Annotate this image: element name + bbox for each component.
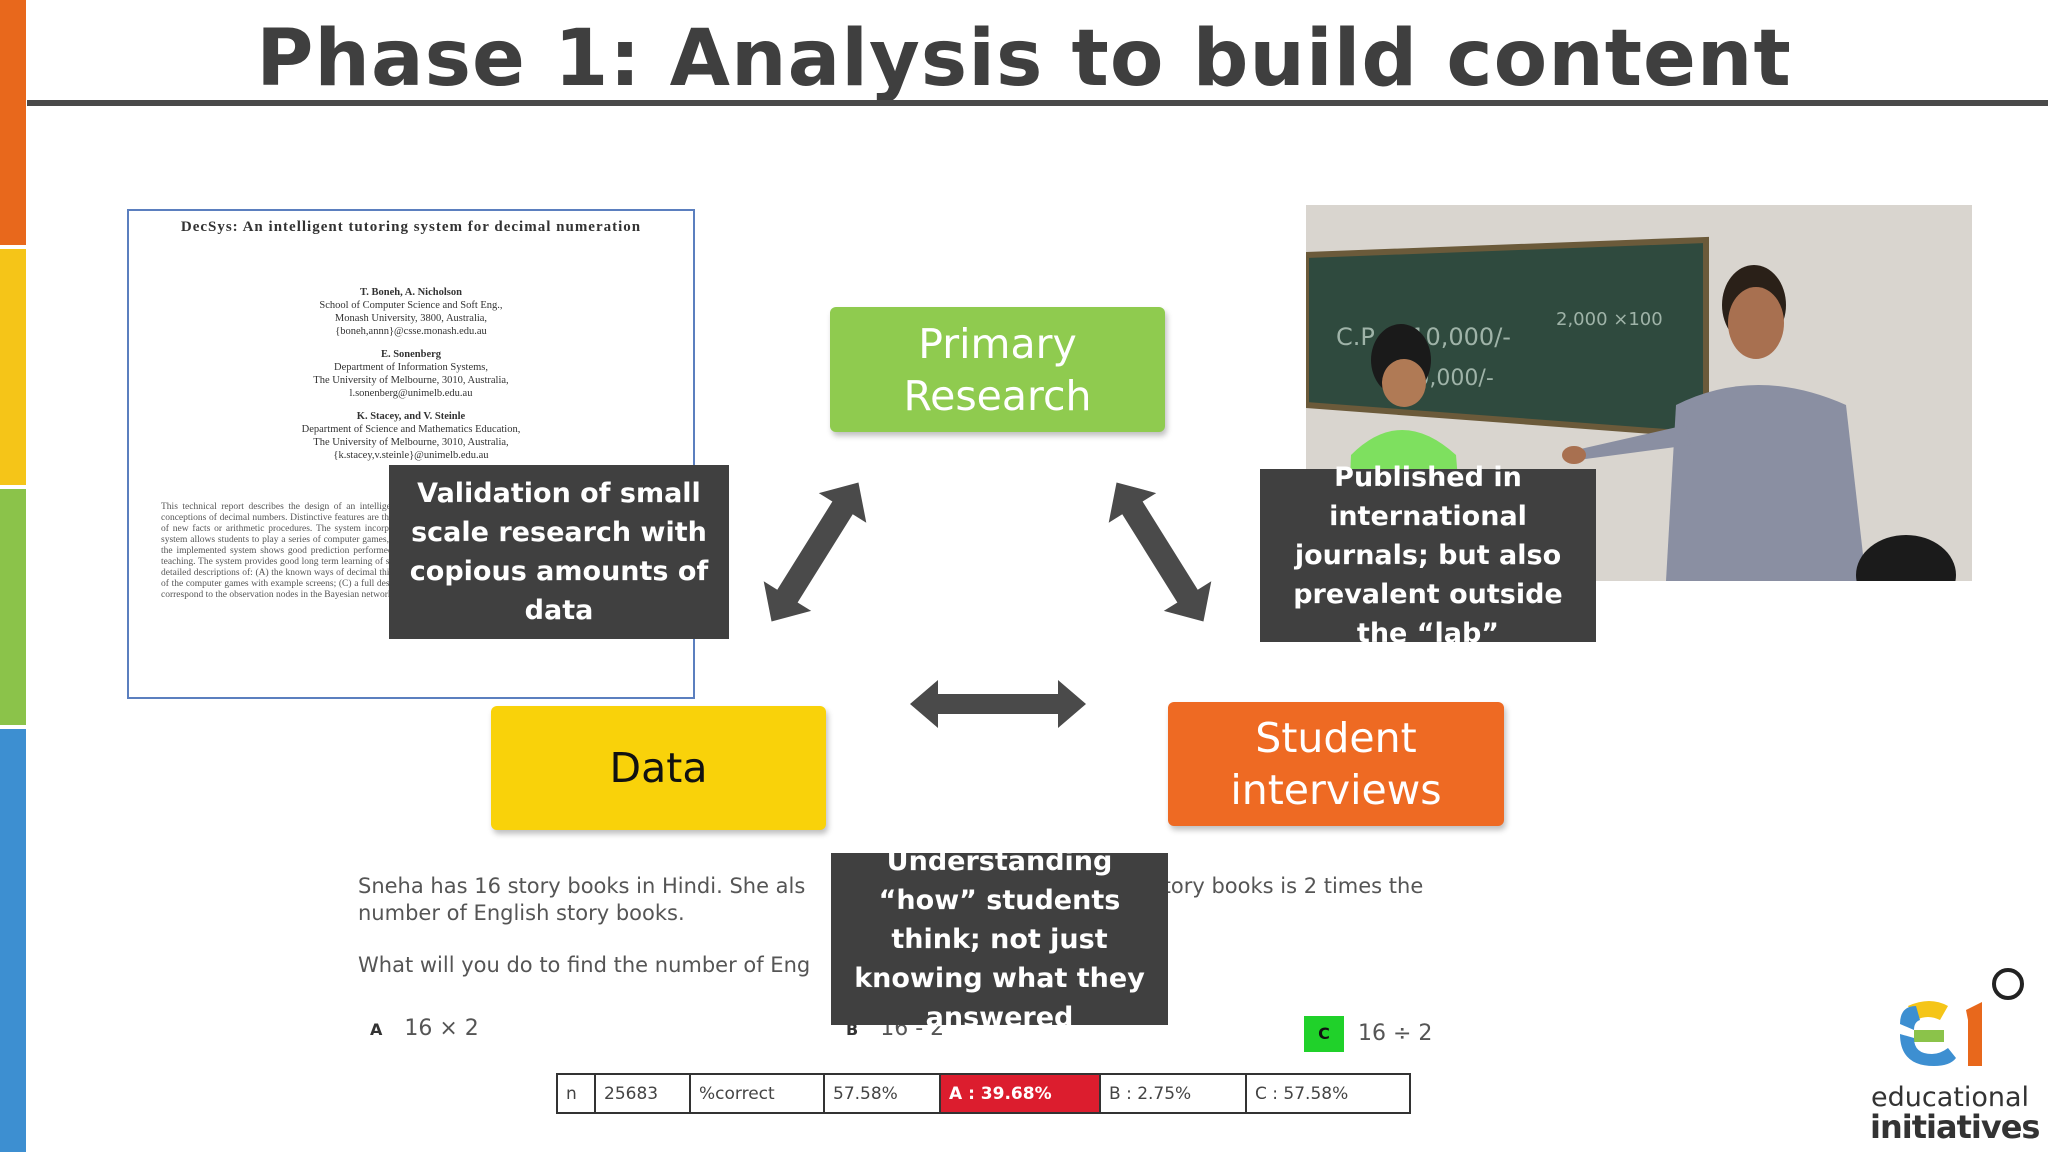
author-line: The University of Melbourne, 3010, Austr… [313, 437, 509, 448]
stats-cell: 57.58% [825, 1075, 941, 1112]
author-line: Monash University, 3800, Australia, [334, 313, 488, 324]
question-prompt: What will you do to find the number of E… [358, 953, 811, 977]
paper-title: DecSys: An intelligent tutoring system f… [180, 219, 642, 235]
author-line: The University of Melbourne, 3010, Austr… [313, 375, 509, 386]
option-key-correct: C [1304, 1016, 1344, 1052]
option-a: A 16 × 2 [370, 1016, 479, 1041]
callout-understanding: Understanding “how” students think; not … [831, 846, 1168, 1033]
logo-text-1: educational [1870, 1082, 2030, 1113]
ei-logo: educational initiatives [1870, 958, 2040, 1148]
student-interviews-box: Student interviews [1168, 702, 1504, 826]
author-line: Department of Information Systems, [334, 362, 488, 373]
slide-title: Phase 1: Analysis to build content [256, 14, 1792, 104]
author-line: {k.stacey,v.steinle}@unimelb.edu.au [333, 450, 489, 461]
response-stats: n 25683 %correct 57.58% A : 39.68% B : 2… [556, 1073, 1411, 1114]
option-key: A [370, 1020, 383, 1039]
author-line: Department of Science and Mathematics Ed… [301, 424, 521, 435]
arrow-primary-student [1108, 482, 1212, 622]
author-name: K. Stacey, and V. Steinle [356, 411, 466, 422]
option-c: C 16 ÷ 2 [1304, 1016, 1432, 1052]
stats-cell: 25683 [596, 1075, 691, 1112]
author-name: T. Boneh, A. Nicholson [360, 287, 462, 298]
title-underline [27, 100, 2048, 106]
callout-validation: Validation of small scale research with … [389, 465, 729, 639]
author-line: l.sonenberg@unimelb.edu.au [349, 388, 473, 399]
logo-text-2: initiatives [1870, 1108, 2040, 1146]
author-name: E. Sonenberg [380, 349, 442, 360]
data-box: Data [491, 706, 826, 830]
arrow-data-student [910, 680, 1086, 728]
svg-text:2,000 ×100: 2,000 ×100 [1556, 309, 1663, 330]
classroom-photo: C.P = 10,000/- 2,000 ×100 = 20,000/- [1306, 205, 1972, 581]
strip-green [0, 489, 26, 725]
strip-blue [0, 729, 26, 1152]
arrow-data-primary [763, 482, 867, 622]
author-line: School of Computer Science and Soft Eng.… [319, 300, 503, 311]
primary-research-box: Primary Research [830, 307, 1165, 432]
stats-cell: B : 2.75% [1101, 1075, 1247, 1112]
question-line2: number of English story books. [358, 901, 685, 925]
author-line: {boneh,annn}@csse.monash.edu.au [335, 326, 487, 337]
paper-authors: T. Boneh, A. Nicholson School of Compute… [129, 286, 693, 462]
ei-logo-icon [1900, 968, 2024, 1066]
stats-cell: n [558, 1075, 596, 1112]
strip-orange [0, 0, 26, 245]
stats-cell-wrong: A : 39.68% [941, 1075, 1101, 1112]
option-text: 16 ÷ 2 [1358, 1021, 1433, 1046]
question-line1-start: Sneha has 16 story books in Hindi. She a… [358, 874, 806, 898]
option-text: 16 × 2 [404, 1016, 479, 1041]
stats-cell: %correct [691, 1075, 825, 1112]
callout-published: Published in international journals; but… [1260, 462, 1596, 649]
strip-yellow [0, 249, 26, 485]
stats-cell: C : 57.58% [1255, 1083, 1349, 1104]
